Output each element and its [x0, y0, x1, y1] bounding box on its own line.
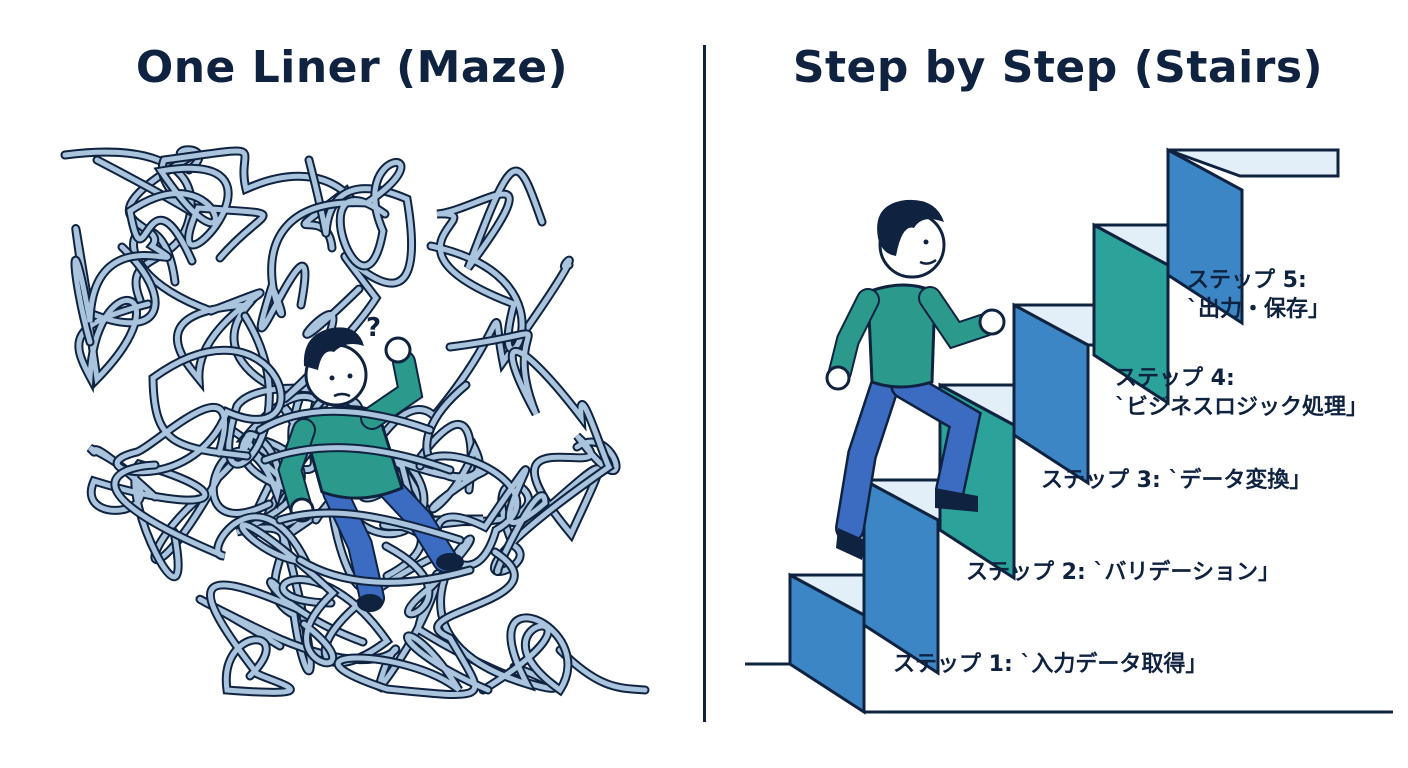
tangle-strand	[88, 445, 208, 580]
tangle-strand	[127, 165, 266, 264]
step-4-text: `ビジネスロジック処理」	[1115, 395, 1369, 420]
step-5-text: `出力・保存」	[1187, 297, 1331, 322]
step-1-label: ステップ 1: `入力データ取得」	[893, 650, 1207, 679]
tangle-strand	[257, 408, 433, 433]
tangle-strand	[114, 347, 284, 475]
left-panel-title: One Liner (Maze)	[135, 42, 569, 93]
climbing-person	[825, 199, 1006, 560]
tangle-strand	[131, 227, 336, 400]
step-4-label: ステップ 4: `ビジネスロジック処理」	[1115, 364, 1368, 422]
tangle-strand	[258, 160, 404, 331]
step-3-label: ステップ 3: `データ変換」	[1041, 466, 1311, 495]
tangle-strand	[262, 445, 453, 473]
tangle-strand	[277, 510, 463, 543]
tangle-strand	[428, 168, 545, 352]
tangle-strand	[207, 579, 366, 695]
step-2-label: ステップ 2: `バリデーション」	[966, 558, 1280, 587]
panel-divider	[703, 45, 706, 722]
right-panel-title: Step by Step (Stairs)	[792, 42, 1324, 93]
stair-riser-6	[1166, 147, 1244, 326]
step-4-number: ステップ 4:	[1115, 366, 1235, 391]
question-mark: ?	[366, 313, 381, 343]
tangle-over-person	[255, 406, 475, 587]
step-3-text: ステップ 3: `データ変換」	[1041, 468, 1312, 493]
staircase	[788, 147, 1244, 715]
step-5-label: ステップ 5: `出力・保存」	[1187, 266, 1330, 324]
step-1-text: ステップ 1: `入力データ取得」	[893, 652, 1208, 677]
step-5-number: ステップ 5:	[1187, 268, 1307, 293]
tangle-strand	[383, 536, 571, 694]
maze-illustration: ?	[60, 145, 650, 700]
tangle-strand	[297, 557, 473, 585]
tangle-strand	[236, 356, 328, 674]
step-2-text: ステップ 2: `バリデーション」	[966, 560, 1280, 585]
tangle-strand	[335, 549, 517, 698]
top-landing	[1167, 148, 1340, 178]
tangle-strand	[73, 226, 158, 387]
tangle-strand	[112, 462, 337, 666]
tangle-strand	[417, 453, 548, 574]
